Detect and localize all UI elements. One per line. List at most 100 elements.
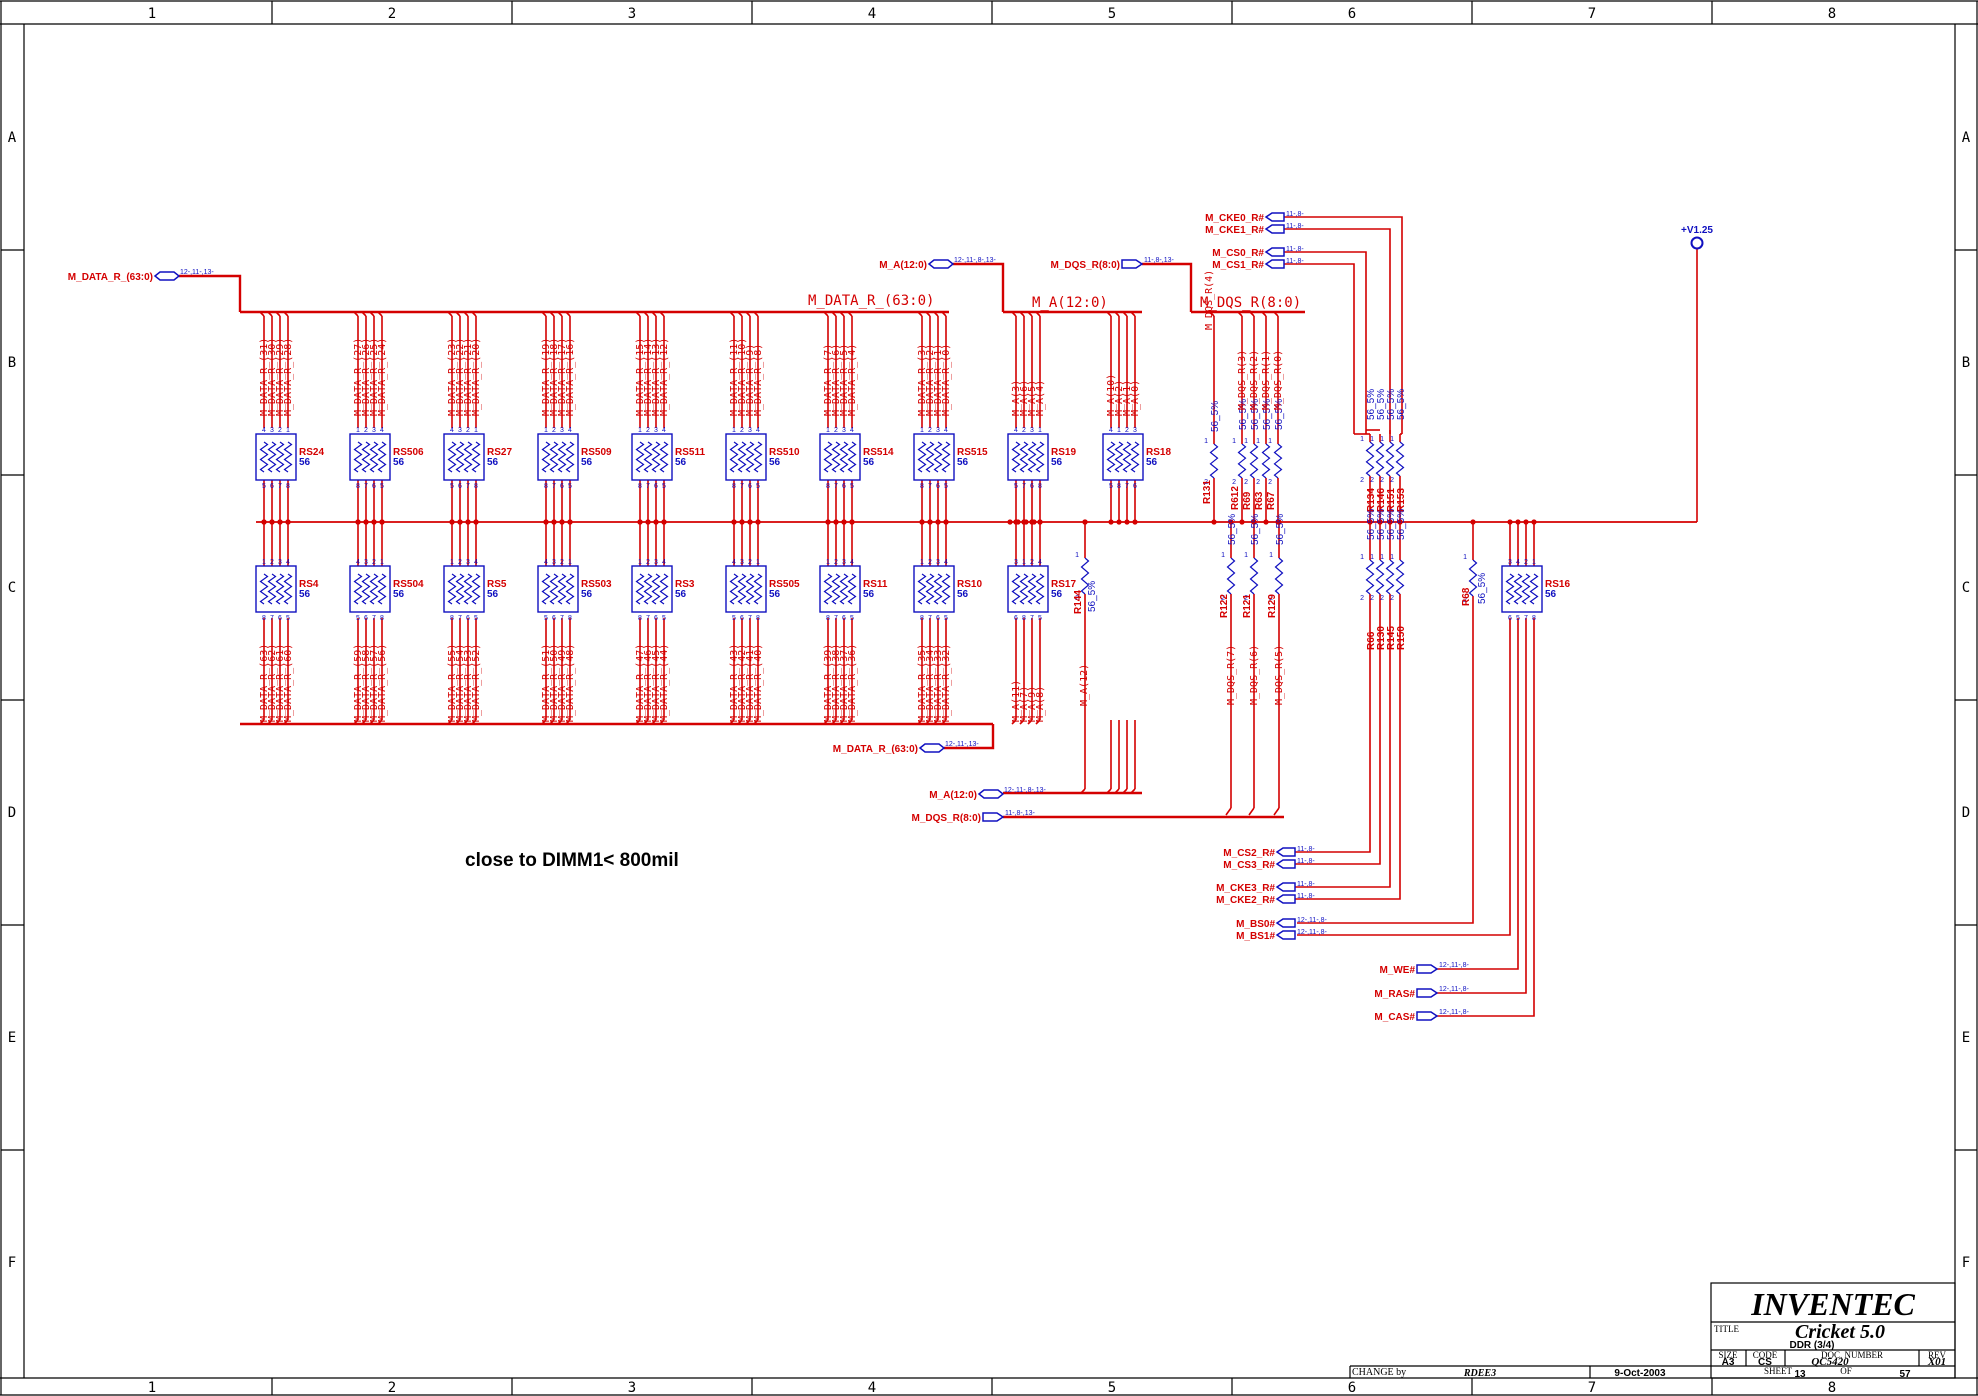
pin-number: 1 [1360, 436, 1364, 443]
resistor-body [1273, 443, 1283, 479]
offpage-m-cke1[interactable]: M_CKE1_R# 11-,8- [1205, 223, 1304, 236]
offpage-connector-icon [153, 271, 181, 281]
offpage-m-a-top[interactable]: M_A(12:0) 12-,11-,8-,13- [879, 257, 996, 271]
bus-entry-wire [847, 719, 853, 725]
resistor-pack-body [631, 433, 673, 481]
pack-net-label: M_A(0) [1130, 380, 1141, 416]
offpage-m-we[interactable]: M_WE# 12-,11-,8- [1379, 962, 1469, 976]
resistor-pack-rs509: 18273645RS50956M_DATA_R_(19)M_DATA_R_(18… [537, 338, 612, 490]
pin-number: 6 [654, 483, 658, 490]
pin-number: 5 [544, 615, 548, 622]
pack-net-label: M_A(9) [1027, 686, 1038, 722]
pin-number: 4 [1014, 427, 1018, 434]
resistor-pack-rs504: 45362718RS50456M_DATA_R_(59)M_DATA_R_(58… [349, 559, 424, 722]
pin-number: 6 [654, 615, 658, 622]
offpage-m-data-top[interactable]: M_DATA_R_(63:0) 12-,11-,13- [68, 269, 215, 283]
pin-number: 2 [1125, 427, 1129, 434]
pin-number: 6 [458, 483, 462, 490]
bus-entry-wire [1248, 807, 1255, 816]
pin-number: 5 [1014, 483, 1018, 490]
resistor-pack-element [283, 573, 293, 605]
resistor-body [1468, 559, 1478, 597]
bus-entry-wire [1027, 311, 1033, 317]
pin-number: 1 [356, 427, 360, 434]
doc-number: QC5420 [1811, 1356, 1849, 1368]
resistor-body [1375, 441, 1385, 477]
bus-entry-wire [1249, 311, 1255, 317]
pack-net-label: M_DATA_R_(26) [361, 338, 372, 416]
bus-entry-wire [933, 311, 939, 317]
pin-number: 1 [1244, 552, 1248, 559]
resistor-pack-element [737, 573, 747, 605]
resistor-body [1226, 557, 1236, 595]
junction-dot [1082, 519, 1088, 525]
pin-number: 2 [748, 559, 752, 566]
offpage-m-cs3[interactable]: M_CS3_R# 11-,8- [1223, 858, 1315, 871]
pin-number: 2 [552, 427, 556, 434]
pack-net-label: M_A(7) [1019, 686, 1030, 722]
sheet-total: 57 [1899, 1369, 1911, 1380]
pin-number: 7 [458, 615, 462, 622]
offpage-m-dqs-bottom[interactable]: M_DQS_R(8:0) 11-,8-,13- [912, 810, 1036, 824]
pin-number: 2 [278, 427, 282, 434]
resistor-pack-rs3: 18273645RS356M_DATA_R_(47)M_DATA_R_(46)M… [631, 559, 695, 722]
pin-number: 7 [928, 483, 932, 490]
offpage-connector-icon [1264, 247, 1285, 257]
resistor-pack-element [259, 441, 269, 473]
offpage-m-dqs-top[interactable]: M_DQS_R(8:0) 11-,8-,13- [1051, 257, 1175, 271]
bus-label-dqs: M_DQS_R(8:0) [1200, 295, 1301, 311]
grid-col-bottom-8: 8 [1828, 1380, 1836, 1396]
pin-number: 8 [920, 483, 924, 490]
pin-number: 1 [920, 559, 924, 566]
resistor-pack-element [557, 573, 567, 605]
bus-entry-wire [541, 311, 547, 317]
offpage-ref: 12-,11-,8- [1439, 962, 1469, 969]
offpage-m-cs0[interactable]: M_CS0_R# 11-,8- [1212, 246, 1304, 259]
bus-entry-wire [1261, 311, 1267, 317]
offpage-m-cke0[interactable]: M_CKE0_R# 11-,8- [1205, 211, 1304, 224]
bus-entry-wire [369, 719, 375, 725]
pack-net-label: M_DATA_R_(62) [267, 644, 278, 722]
offpage-connector-icon [1275, 918, 1296, 928]
offpage-m-cs2[interactable]: M_CS2_R# 11-,8- [1223, 846, 1315, 859]
pack-net-label: M_DATA_R_(55) [447, 644, 458, 722]
junction-dot [1397, 519, 1403, 525]
offpage-m-cs1[interactable]: M_CS1_R# 11-,8- [1212, 258, 1304, 271]
offpage-m-cke3[interactable]: M_CKE3_R# 11-,8- [1216, 881, 1315, 894]
pin-number: 1 [1204, 438, 1208, 445]
pin-number: 4 [662, 427, 666, 434]
offpage-m-bs1[interactable]: M_BS1# 12-,11-,8- [1236, 929, 1327, 942]
pin-number: 5 [450, 483, 454, 490]
offpage-m-a-bottom[interactable]: M_A(12:0) 12-,11-,8-,13- [929, 787, 1046, 801]
pin-number: 8 [826, 615, 830, 622]
grid-col-top-3: 3 [628, 6, 636, 22]
pin-number: 3 [842, 559, 846, 566]
pack-net-label: M_DATA_R_(44) [659, 644, 670, 722]
addr-net-label: M_A(12) [1079, 664, 1090, 706]
pin-number: 2 [1370, 477, 1374, 484]
pack-net-label: M_DATA_R_(45) [651, 644, 662, 722]
resistor-pack-value: 56 [675, 457, 687, 468]
resistor-pack-ref: RS3 [675, 579, 695, 590]
ras-wire [1437, 618, 1527, 994]
offpage-ref: 11-,8- [1286, 246, 1304, 253]
offpage-m-ras[interactable]: M_RAS# 12-,11-,8- [1374, 986, 1469, 1000]
resistor-pack-element [941, 573, 951, 605]
pin-number: 5 [662, 483, 666, 490]
pin-number: 2 [740, 427, 744, 434]
pack-net-label: M_DATA_R_(39) [823, 644, 834, 722]
offpage-m-bs0[interactable]: M_BS0# 12-,11-,8- [1236, 917, 1327, 930]
pack-net-label: M_DATA_R_(38) [831, 644, 842, 722]
offpage-m-cke2[interactable]: M_CKE2_R# 11-,8- [1216, 893, 1315, 906]
pin-number: 3 [1014, 559, 1018, 566]
resistor-value: 56_5% [1250, 399, 1261, 430]
offpage-m-cas[interactable]: M_CAS# 12-,11-,8- [1374, 1009, 1469, 1023]
junction-dot [653, 519, 659, 525]
resistor-pack-element [831, 573, 841, 605]
resistor-pack-element [267, 441, 277, 473]
pin-number: 2 [1360, 595, 1364, 602]
offpage-m-data-bottom[interactable]: M_DATA_R_(63:0) 12-,11-,13- [833, 741, 980, 755]
